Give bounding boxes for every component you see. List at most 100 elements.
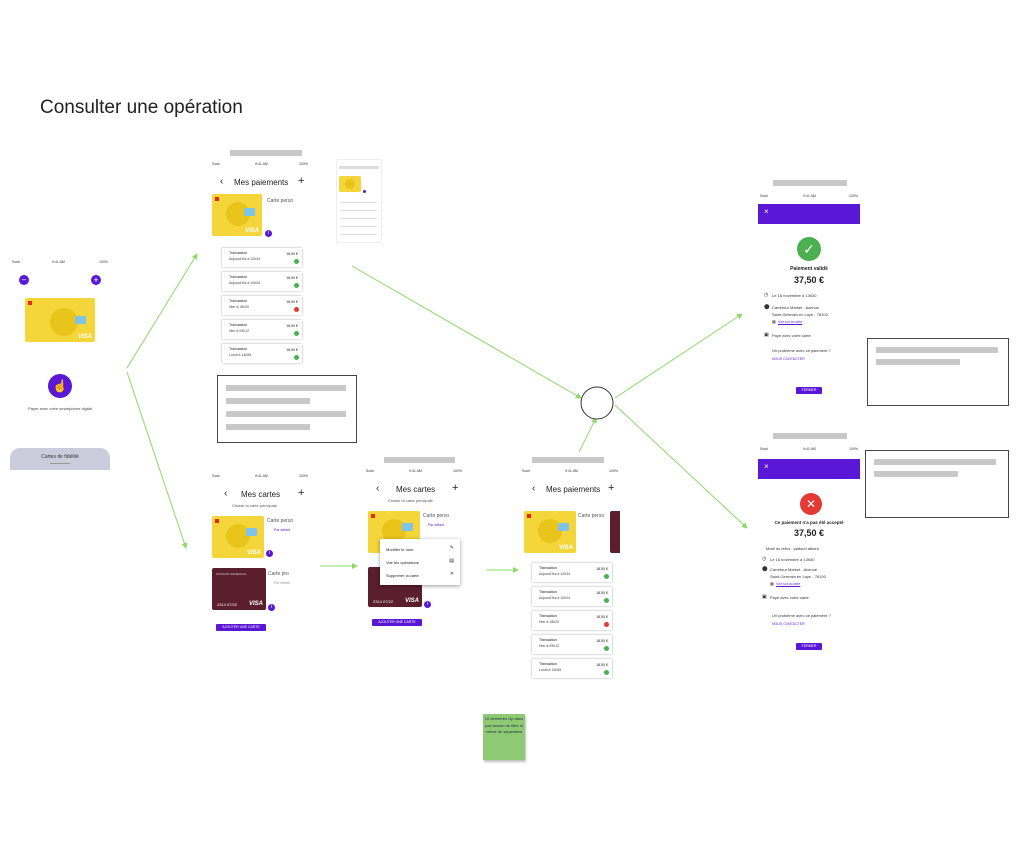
status-battery: 100% xyxy=(849,447,858,451)
status-ok-icon xyxy=(604,670,609,675)
refused-amount: 37,50 € xyxy=(793,528,825,538)
screen-label-bar xyxy=(384,457,455,463)
card1-label: Carte perso xyxy=(267,518,294,524)
modal-header: × xyxy=(758,459,860,479)
screen-payment-validated: Sosh 9:41 AM 100% × ✓ Paiement validé 37… xyxy=(758,192,860,402)
transaction-merchant: Transaction xyxy=(229,299,248,303)
back-icon[interactable]: ‹ xyxy=(376,483,380,494)
screen-payment-refused: Sosh 9:41 AM 100% × ✕ Ce paiement n'a pa… xyxy=(758,445,860,657)
transaction-date: Lundi à 14h55 xyxy=(539,668,562,672)
map-link[interactable]: Voir sur la carte xyxy=(776,582,801,586)
loyalty-tab[interactable]: Cartes de fidélité xyxy=(10,448,110,470)
transaction-amount: 18,50 € xyxy=(596,663,608,667)
contact-link[interactable]: NOUS CONTACTER xyxy=(772,357,805,361)
validated-payment-mode: Payé avec votre carte xyxy=(772,333,811,338)
contactless-icon[interactable]: ☝ xyxy=(48,374,72,398)
info-badge[interactable]: i xyxy=(424,601,431,608)
transaction-amount: 18,50 € xyxy=(286,276,298,280)
map-link[interactable]: Voir sur la carte xyxy=(778,320,803,324)
close-icon[interactable]: × xyxy=(764,207,769,216)
nav-title: Mes paiements xyxy=(234,178,289,187)
sticky-note-text: 10 dernières Op dans pas besoin de filtr… xyxy=(484,716,524,734)
sticky-note: 10 dernières Op dans pas besoin de filtr… xyxy=(483,714,525,760)
status-battery: 100% xyxy=(849,194,858,198)
screen-home: Sosh 9:41 AM 100% – + VISA ☝ Payer avec … xyxy=(10,258,110,470)
screen-label-bar xyxy=(230,150,302,156)
nav-title: Mes paiements xyxy=(546,485,601,494)
loyalty-tab-handle xyxy=(50,463,70,464)
status-bar: Sosh 9:41 AM 100% xyxy=(364,467,464,475)
card1-label: Carte perso xyxy=(423,513,450,519)
back-icon[interactable]: ‹ xyxy=(532,483,536,494)
transaction-date: Lundi à 14h55 xyxy=(229,353,252,357)
back-icon[interactable]: ‹ xyxy=(220,176,224,187)
add-card-button[interactable]: AJOUTER UNE CARTE xyxy=(372,619,422,626)
add-icon[interactable]: + xyxy=(608,482,615,494)
menu-item-operations[interactable]: Voir les opérations xyxy=(386,560,419,565)
card-image-maroon[interactable]: SOCIETE GENERALE 2314 07/22 VISA xyxy=(212,568,266,610)
status-ok-icon xyxy=(604,646,609,651)
arrow-payments2-to-hub xyxy=(578,417,597,453)
transaction-amount: 18,50 € xyxy=(596,639,608,643)
status-bar: Sosh 9:41 AM 100% xyxy=(758,445,860,453)
transaction-merchant: Transaction xyxy=(539,590,558,594)
transaction-merchant: Transaction xyxy=(539,614,558,618)
minus-icon[interactable]: – xyxy=(19,275,29,285)
card-label: Carte perso xyxy=(578,513,605,519)
transaction-date: Hier à 18h20 xyxy=(229,305,250,309)
info-badge[interactable]: i xyxy=(266,550,273,557)
decision-node xyxy=(580,386,614,420)
add-card-button[interactable]: AJOUTER UNE CARTE xyxy=(216,624,266,631)
add-icon[interactable]: + xyxy=(452,482,459,494)
add-icon[interactable]: + xyxy=(298,175,305,187)
transaction-date: Aujourd'hui à 10h04 xyxy=(229,281,261,285)
contact-link[interactable]: NOUS CONTACTER xyxy=(772,622,805,626)
status-refused-icon xyxy=(294,307,299,312)
card1-status: Par défaut xyxy=(274,528,291,532)
refused-reason: Motif du refus : plafond atteint xyxy=(766,546,819,551)
close-button[interactable]: FERMER xyxy=(796,387,822,394)
menu-item-rename[interactable]: Modifier le nom xyxy=(386,547,414,552)
status-refused-icon xyxy=(604,622,609,627)
info-badge[interactable]: i xyxy=(265,230,272,237)
card-peek-maroon[interactable] xyxy=(610,511,620,553)
transaction-date: Aujourd'hui à 12h34 xyxy=(229,257,261,261)
transaction-amount: 18,50 € xyxy=(286,252,298,256)
status-time: 9:41 AM xyxy=(803,447,816,451)
status-time: 9:41 AM xyxy=(409,469,422,473)
card-image-yellow[interactable]: VISA xyxy=(212,516,264,558)
loyalty-tab-label: Cartes de fidélité xyxy=(41,454,79,460)
card-image-yellow[interactable]: VISA xyxy=(212,194,262,236)
status-ok-icon xyxy=(294,331,299,336)
card-image-yellow[interactable]: VISA xyxy=(25,298,95,342)
transaction-merchant: Transaction xyxy=(229,275,248,279)
page-title: Consulter une opération xyxy=(40,97,243,118)
back-icon[interactable]: ‹ xyxy=(224,488,228,499)
card-image-yellow[interactable]: VISA xyxy=(524,511,576,553)
refused-question: Un problème avec ce paiement ? xyxy=(772,613,831,618)
add-icon[interactable]: + xyxy=(91,275,101,285)
info-badge[interactable]: i xyxy=(268,604,275,611)
close-button[interactable]: FERMER xyxy=(796,643,822,650)
menu-item-delete[interactable]: Supprimer la carte xyxy=(386,573,419,578)
add-icon[interactable]: + xyxy=(298,487,305,499)
screen-cards-menu: Sosh 9:41 AM 100% ‹ Mes cartes + Choisir… xyxy=(364,467,464,667)
validated-question: Un problème avec ce paiement ? xyxy=(772,348,831,353)
modal-header: × xyxy=(758,204,860,224)
status-ok-icon xyxy=(294,259,299,264)
status-bar: Sosh 9:41 AM 100% xyxy=(758,192,860,200)
status-carrier: Sosh xyxy=(760,447,768,451)
transaction-amount: 18,50 € xyxy=(596,591,608,595)
transaction-date: Aujourd'hui à 10h04 xyxy=(539,596,571,600)
close-icon[interactable]: × xyxy=(764,462,769,471)
